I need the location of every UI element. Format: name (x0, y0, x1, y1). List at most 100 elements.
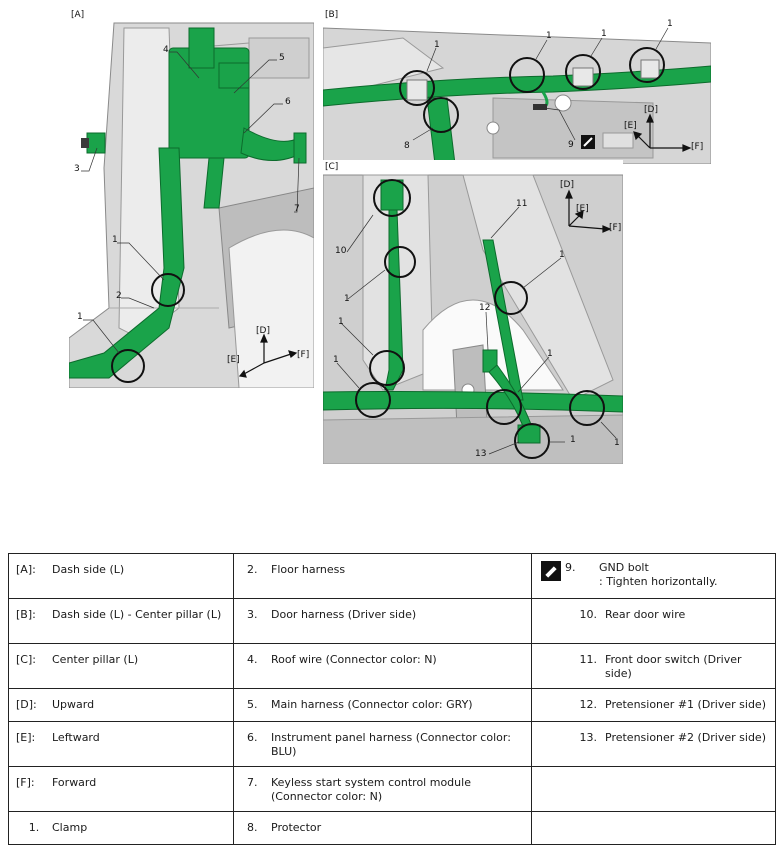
figure-c-center-pillar: [C] (323, 160, 623, 464)
legend-cell: 7. Keyless start system control module (C… (233, 766, 532, 812)
legend-cell (531, 811, 776, 845)
legend-key: 3. (247, 608, 258, 621)
legend-cell: 2. Floor harness (233, 553, 532, 599)
legend-value: Forward (52, 776, 97, 789)
legend-value: Front door switch (Driver side) (605, 653, 742, 680)
axis-b-leftward: [E] (624, 121, 637, 131)
legend-cell: 9. GND bolt: Tighten horizontally. (531, 553, 776, 599)
axis-b-forward: [F] (691, 142, 704, 152)
legend-key: 11. (579, 653, 598, 666)
legend-value: Center pillar (L) (52, 653, 139, 666)
legend-value: Protector (271, 821, 322, 834)
legend-key: [A]: (16, 563, 36, 576)
legend-key: 12. (579, 698, 598, 711)
legend-value: Instrument panel harness (Connector colo… (271, 731, 511, 758)
legend-cell: 6. Instrument panel harness (Connector co… (233, 721, 532, 767)
legend-value: Leftward (52, 731, 100, 744)
legend-key: [C]: (16, 653, 36, 666)
callout-a-1-upper: 1 (112, 235, 118, 245)
callout-a-7: 7 (294, 204, 300, 214)
callout-c-1-d: 1 (333, 355, 339, 365)
legend-key: [D]: (16, 698, 37, 711)
figure-c-illustration (323, 174, 623, 464)
callout-b-1-b: 1 (546, 31, 552, 41)
legend-key: [B]: (16, 608, 36, 621)
axis-a-forward: [F] (297, 350, 310, 360)
gnd-bolt-icon (541, 561, 561, 581)
callout-b-1-c: 1 (601, 29, 607, 39)
legend-value: Upward (52, 698, 95, 711)
legend-cell: 11. Front door switch (Driver side) (531, 643, 776, 689)
legend-value: Roof wire (Connector color: N) (271, 653, 437, 666)
axis-c-leftward: [E] (576, 204, 589, 214)
callout-b-1-a: 1 (434, 40, 440, 50)
callout-c-1-c: 1 (338, 317, 344, 327)
legend-cell: 5. Main harness (Connector color: GRY) (233, 688, 532, 722)
legend-cell: [D]: Upward (8, 688, 234, 722)
figure-c-label: [C] (325, 162, 339, 172)
figure-a-illustration (69, 22, 314, 388)
legend-key: [E]: (16, 731, 36, 744)
legend-cell (531, 766, 776, 812)
figure-b-dash-to-center-pillar: [B] (323, 8, 711, 164)
legend-key: 5. (247, 698, 258, 711)
figure-b-label: [B] (325, 10, 339, 20)
legend-value: Keyless start system control module (Con… (271, 776, 471, 803)
callout-b-1-d: 1 (667, 19, 673, 29)
callout-a-4: 4 (163, 45, 169, 55)
callout-a-3: 3 (74, 164, 80, 174)
legend-key: 1. (28, 821, 40, 834)
callout-a-5: 5 (279, 53, 285, 63)
legend-cell: 13.Pretensioner #2 (Driver side) (531, 721, 776, 767)
legend-value: GND bolt (599, 561, 649, 574)
callout-c-1-g: 1 (570, 435, 576, 445)
legend-key: 9. (565, 561, 576, 574)
legend-row: 1. Clamp 8.Protector (8, 811, 776, 845)
legend-row: [F]: Forward 7. Keyless start system contr… (8, 766, 776, 812)
legend-table: [A]: Dash side (L) 2. Floor harness 9. GND… (8, 553, 776, 845)
legend-key: [F]: (16, 776, 35, 789)
callout-c-10: 10 (335, 246, 347, 256)
axis-a-leftward: [E] (227, 355, 240, 365)
legend-value: Main harness (Connector color: GRY) (271, 698, 473, 711)
legend-value: Floor harness (271, 563, 346, 576)
legend-cell: 4. Roof wire (Connector color: N) (233, 643, 532, 689)
callout-a-2: 2 (116, 291, 122, 301)
legend-value: Pretensioner #2 (Driver side) (605, 731, 766, 744)
callout-c-1-b: 1 (559, 250, 565, 260)
figure-b-illustration (323, 27, 711, 164)
axis-a-upward: [D] (256, 326, 270, 336)
callout-c-1-f: 1 (614, 438, 620, 448)
legend-key: 4. (247, 653, 258, 666)
legend-value: Clamp (52, 821, 88, 834)
legend-value: Door harness (Driver side) (271, 608, 417, 621)
legend-cell: 10. Rear door wire (531, 598, 776, 644)
figure-a-dash-side: [A] (69, 8, 314, 388)
legend-value: Dash side (L) (52, 563, 125, 576)
legend-cell: [B]: Dash side (L) - Center pillar (L) (8, 598, 234, 644)
legend-key: 6. (247, 731, 258, 744)
callout-b-8: 8 (404, 141, 410, 151)
figure-a-label: [A] (71, 10, 85, 20)
legend-value: Pretensioner #1 (Driver side) (605, 698, 766, 711)
legend-cell: 8.Protector (233, 811, 532, 845)
axis-c-upward: [D] (560, 180, 574, 190)
callout-c-11: 11 (516, 199, 528, 209)
legend-cell: [E]: Leftward (8, 721, 234, 767)
legend-cell: 3. Door harness (Driver side) (233, 598, 532, 644)
legend-value: Rear door wire (605, 608, 686, 621)
legend-key: 7. (247, 776, 258, 789)
legend-key: 10. (579, 608, 598, 621)
legend-cell: 12. Pretensioner #1 (Driver side) (531, 688, 776, 722)
callout-c-1-a: 1 (344, 294, 350, 304)
legend-row: [A]: Dash side (L) 2. Floor harness 9. GND… (8, 553, 776, 599)
legend-value: Dash side (L) - Center pillar (L) (52, 608, 222, 621)
callout-a-6: 6 (285, 97, 291, 107)
legend-row: [D]: Upward 5. Main harness (Connector col… (8, 688, 776, 722)
axis-c-forward: [F] (609, 223, 622, 233)
callout-c-13: 13 (475, 449, 487, 459)
legend-key: 2. (247, 563, 258, 576)
legend-row: [E]: Leftward 6. Instrument panel harness … (8, 721, 776, 767)
legend-cell: [A]: Dash side (L) (8, 553, 234, 599)
callout-c-12: 12 (479, 303, 491, 313)
